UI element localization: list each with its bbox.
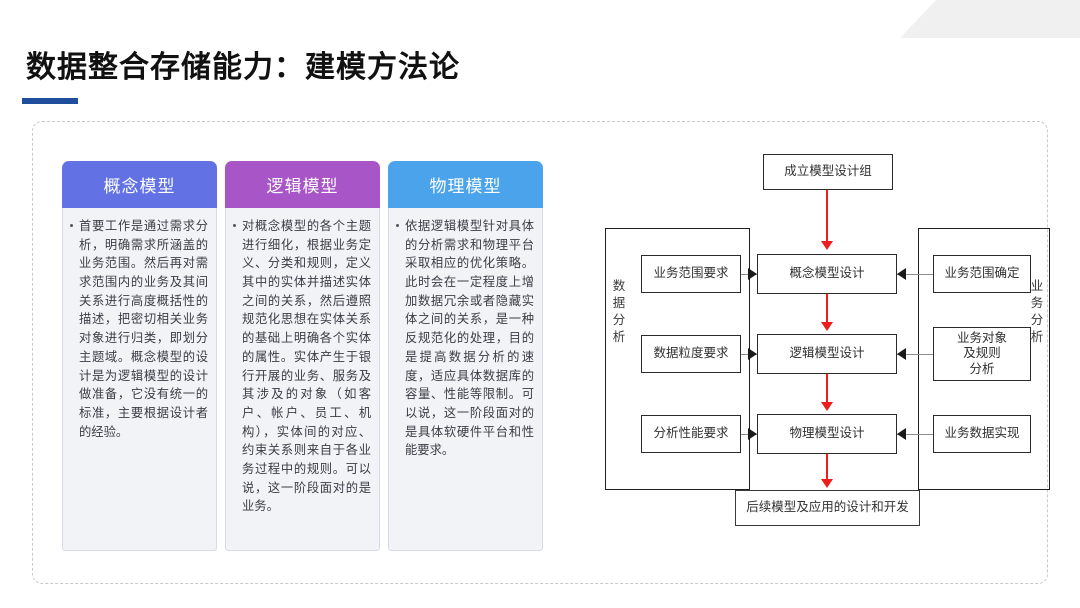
right-group-container <box>918 228 1050 490</box>
model-card-logical[interactable]: 逻辑模型 对概念模型的各个主题进行细化，根据业务定义、分类和规则，定义其中的实体… <box>225 161 380 551</box>
left-box-data-granularity-requirement[interactable]: 数据粒度要求 <box>641 335 741 373</box>
right-box-business-scope-confirm[interactable]: 业务范围确定 <box>933 255 1031 293</box>
content-panel: 概念模型 首要工作是通过需求分析，明确需求所涵盖的业务范围。然后再对需求范围内的… <box>32 121 1050 584</box>
connector-right-3 <box>897 434 933 435</box>
flow-arrow-line-bottom <box>826 454 828 480</box>
center-box-logical-model-design[interactable]: 逻辑模型设计 <box>757 334 897 374</box>
right-box-business-object-rule-analysis[interactable]: 业务对象 及规则 分析 <box>933 327 1031 381</box>
center-box-physical-model-design[interactable]: 物理模型设计 <box>757 414 897 454</box>
model-card-text: 首要工作是通过需求分析，明确需求所涵盖的业务范围。然后再对需求范围内的业务及其间… <box>70 217 208 441</box>
center-box-conceptual-model-design[interactable]: 概念模型设计 <box>757 254 897 294</box>
left-box-analysis-performance-requirement[interactable]: 分析性能要求 <box>641 415 741 453</box>
left-box-business-scope-requirement[interactable]: 业务范围要求 <box>641 255 741 293</box>
left-group-label: 数 据 分 析 <box>612 279 626 344</box>
diagram-top-box-form-modeling-team[interactable]: 成立模型设计组 <box>763 154 893 190</box>
flow-arrow-head-1 <box>821 322 833 331</box>
model-card-header: 概念模型 <box>62 161 217 208</box>
connector-arrow-left-3 <box>748 428 757 440</box>
connector-arrow-left-1 <box>748 268 757 280</box>
model-card-body: 首要工作是通过需求分析，明确需求所涵盖的业务范围。然后再对需求范围内的业务及其间… <box>62 208 217 551</box>
decorative-corner-shape <box>900 0 1080 38</box>
flow-diagram: 数 据 分 析 业务范围要求 数据粒度要求 分析性能要求 业 务 分 析 业务范… <box>563 142 1050 572</box>
flow-arrow-head-2 <box>821 402 833 411</box>
model-card-header: 物理模型 <box>388 161 543 208</box>
flow-arrow-line-1 <box>826 294 828 323</box>
connector-arrow-left-2 <box>748 348 757 360</box>
flow-arrow-line-2 <box>826 374 828 403</box>
model-card-header: 逻辑模型 <box>225 161 380 208</box>
model-card-text: 依据逻辑模型针对具体的分析需求和物理平台采取相应的优化策略。此时会在一定程度上增… <box>396 217 534 460</box>
model-card-text: 对概念模型的各个主题进行细化，根据业务定义、分类和规则，定义其中的实体并描述实体… <box>233 217 371 516</box>
model-card-body: 对概念模型的各个主题进行细化，根据业务定义、分类和规则，定义其中的实体并描述实体… <box>225 208 380 551</box>
flow-arrow-head-bottom <box>821 479 833 488</box>
title-accent-rule <box>22 98 78 104</box>
model-cards-group: 概念模型 首要工作是通过需求分析，明确需求所涵盖的业务范围。然后再对需求范围内的… <box>62 161 543 551</box>
right-group-label: 业 务 分 析 <box>1030 279 1044 344</box>
flow-arrow-line-top <box>826 190 828 242</box>
connector-right-2 <box>897 354 933 355</box>
diagram-bottom-box-subsequent-development[interactable]: 后续模型及应用的设计和开发 <box>735 490 920 526</box>
connector-arrow-right-3 <box>897 428 906 440</box>
model-card-conceptual[interactable]: 概念模型 首要工作是通过需求分析，明确需求所涵盖的业务范围。然后再对需求范围内的… <box>62 161 217 551</box>
connector-right-1 <box>897 274 933 275</box>
connector-arrow-right-2 <box>897 348 906 360</box>
flow-arrow-head-top <box>821 241 833 250</box>
model-card-physical[interactable]: 物理模型 依据逻辑模型针对具体的分析需求和物理平台采取相应的优化策略。此时会在一… <box>388 161 543 551</box>
right-box-business-data-realization[interactable]: 业务数据实现 <box>933 415 1031 453</box>
page-title: 数据整合存储能力：建模方法论 <box>26 51 460 84</box>
model-card-body: 依据逻辑模型针对具体的分析需求和物理平台采取相应的优化策略。此时会在一定程度上增… <box>388 208 543 551</box>
connector-arrow-right-1 <box>897 268 906 280</box>
